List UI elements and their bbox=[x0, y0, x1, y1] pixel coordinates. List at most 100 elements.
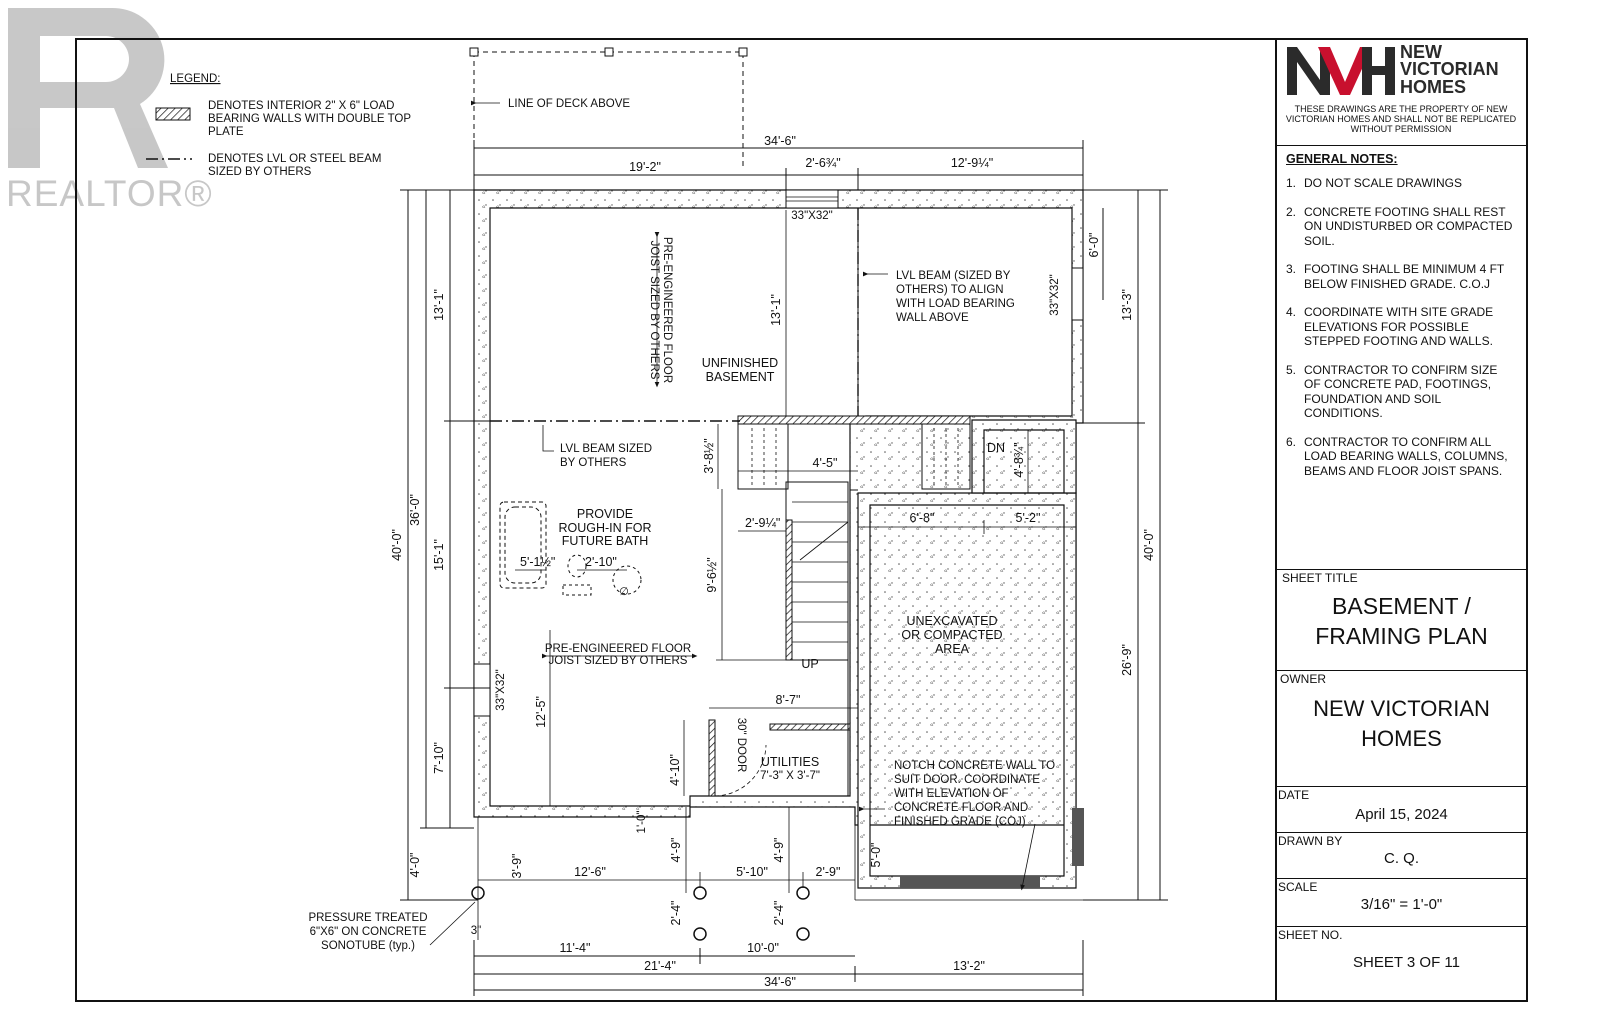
svg-text:12'-6": 12'-6" bbox=[574, 865, 606, 879]
windows: 33"X32" 33"X32" 33"X32" bbox=[473, 189, 1084, 717]
svg-text:4'-9": 4'-9" bbox=[669, 838, 683, 863]
svg-text:13'-3": 13'-3" bbox=[1120, 289, 1134, 321]
svg-text:VICTORIAN HOMES AND SHALL NOT: VICTORIAN HOMES AND SHALL NOT BE REPLICA… bbox=[1286, 114, 1517, 124]
svg-text:12'-9¼": 12'-9¼" bbox=[951, 156, 993, 170]
plan-notes: PRE-ENGINEERED FLOOR JOIST SIZED BY OTHE… bbox=[308, 231, 1055, 952]
svg-text:2'-10": 2'-10" bbox=[585, 555, 617, 569]
general-note-line: STEPPED FOOTING AND WALLS. bbox=[1304, 334, 1493, 348]
svg-text:5'-10": 5'-10" bbox=[736, 865, 768, 879]
svg-text:4'-8¾": 4'-8¾" bbox=[1012, 442, 1026, 477]
svg-text:11'-4": 11'-4" bbox=[560, 941, 591, 955]
svg-text:CONCRETE FLOOR AND: CONCRETE FLOOR AND bbox=[894, 802, 1028, 814]
svg-text:12'-5": 12'-5" bbox=[534, 696, 548, 728]
svg-text:13'-1": 13'-1" bbox=[769, 294, 783, 326]
foundation-walls bbox=[473, 189, 1084, 889]
date-value: April 15, 2024 bbox=[1355, 806, 1448, 823]
general-notes-title: GENERAL NOTES: bbox=[1286, 152, 1398, 166]
svg-text:3'-9": 3'-9" bbox=[510, 854, 524, 879]
svg-text:∅: ∅ bbox=[619, 586, 629, 598]
svg-text:5'-0": 5'-0" bbox=[869, 843, 883, 868]
svg-text:5'-1½": 5'-1½" bbox=[520, 555, 555, 569]
general-note-line: COORDINATE WITH SITE GRADE bbox=[1304, 305, 1494, 319]
tb-divider bbox=[1276, 878, 1527, 879]
general-note-number: 2. bbox=[1286, 204, 1297, 219]
general-note-number: 1. bbox=[1286, 176, 1297, 190]
top-dimensions: 34'-6" 19'-2" 2'-6¾" 12'-9¼" bbox=[473, 134, 1084, 190]
svg-text:PLATE: PLATE bbox=[208, 126, 244, 138]
sonotube-note: PRESSURE TREATED bbox=[308, 912, 427, 924]
svg-text:7'-10": 7'-10" bbox=[432, 742, 446, 774]
svg-text:7'-3" X 3'-7": 7'-3" X 3'-7" bbox=[760, 770, 820, 782]
interior-dimensions: 13'-1" 3'-8½" 4'-5" 2'-9¼" 9'-6½" 4'-8¾"… bbox=[515, 210, 1076, 833]
svg-text:DENOTES INTERIOR 2" X 6" LOAD: DENOTES INTERIOR 2" X 6" LOAD bbox=[208, 100, 394, 112]
svg-text:2'-4": 2'-4" bbox=[669, 901, 683, 926]
svg-text:15'-1": 15'-1" bbox=[432, 539, 446, 571]
deck-dimensions: 3'-9" 12'-6" 5'-10" 2'-9" 4'-9" 4'-9" 5'… bbox=[471, 807, 883, 937]
general-note-line: SOIL. bbox=[1304, 233, 1335, 248]
window-top-size: 33"X32" bbox=[791, 210, 832, 222]
deck-label: LINE OF DECK ABOVE bbox=[508, 98, 630, 110]
general-note-line: FOUNDATION AND SOIL bbox=[1304, 391, 1442, 406]
general-notes: GENERAL NOTES: 1. DO NOT SCALE DRAWINGS 2.… bbox=[1276, 150, 1527, 492]
owner-label: OWNER bbox=[1280, 672, 1326, 686]
general-note-line: BELOW FINISHED GRADE. C.O.J bbox=[1304, 276, 1491, 291]
logo-word-victorian: VICTORIAN bbox=[1400, 59, 1499, 79]
svg-text:JOIST SIZED BY OTHERS: JOIST SIZED BY OTHERS bbox=[648, 241, 660, 380]
sheet-no-value: SHEET 3 OF 11 bbox=[1353, 954, 1460, 971]
svg-text:AREA: AREA bbox=[935, 642, 970, 656]
svg-text:4'-0": 4'-0" bbox=[408, 853, 422, 878]
svg-text:8'-7": 8'-7" bbox=[776, 693, 801, 707]
realtor-wordmark: REALTOR® bbox=[6, 173, 213, 214]
legend-wall-swatch bbox=[155, 107, 191, 121]
general-note-line: BEAMS AND FLOOR JOIST SPANS. bbox=[1304, 463, 1503, 478]
joist-note-vertical: PRE-ENGINEERED FLOOR bbox=[661, 237, 673, 383]
general-note-line: ELEVATIONS FOR POSSIBLE bbox=[1304, 319, 1469, 334]
stair-down-label: DN bbox=[987, 441, 1005, 455]
sheet-no-panel: SHEET NO. SHEET 3 OF 11 bbox=[1276, 928, 1527, 971]
svg-text:5'-2": 5'-2" bbox=[1016, 511, 1041, 525]
drawn-by-panel: DRAWN BY C. Q. bbox=[1276, 834, 1527, 867]
legend: LEGEND: DENOTES INTERIOR 2" X 6" LOAD BE… bbox=[146, 73, 411, 178]
joist-note-horizontal: PRE-ENGINEERED FLOOR bbox=[545, 643, 691, 655]
svg-text:WALL ABOVE: WALL ABOVE bbox=[896, 312, 969, 324]
svg-text:SONOTUBE (typ.): SONOTUBE (typ.) bbox=[321, 940, 415, 952]
scale-panel: SCALE 3/16" = 1'-0" bbox=[1276, 880, 1527, 913]
general-note-item: 1. DO NOT SCALE DRAWINGS bbox=[1282, 176, 1521, 191]
general-note-line: CONCRETE FOOTING SHALL REST bbox=[1304, 204, 1506, 219]
svg-text:ROUGH-IN FOR: ROUGH-IN FOR bbox=[558, 521, 651, 535]
legend-title: LEGEND: bbox=[170, 73, 221, 85]
room-unfinished-basement: UNFINISHED bbox=[702, 356, 778, 370]
svg-text:WITH ELEVATION OF: WITH ELEVATION OF bbox=[894, 788, 1009, 800]
realtor-watermark: REALTOR® bbox=[6, 7, 213, 214]
general-note-line: CONTRACTOR TO CONFIRM SIZE bbox=[1304, 362, 1498, 377]
tb-divider bbox=[1276, 569, 1527, 570]
date-label: DATE bbox=[1278, 788, 1310, 802]
svg-text:1'-0": 1'-0" bbox=[636, 811, 648, 834]
general-note-number: 3. bbox=[1286, 262, 1297, 276]
property-notice: THESE DRAWINGS ARE THE PROPERTY OF NEW bbox=[1295, 104, 1508, 114]
general-note-line: DO NOT SCALE DRAWINGS bbox=[1304, 176, 1463, 190]
svg-text:SUIT DOOR. COORDINATE: SUIT DOOR. COORDINATE bbox=[894, 774, 1040, 786]
svg-text:FUTURE BATH: FUTURE BATH bbox=[562, 534, 649, 548]
svg-text:6'-8": 6'-8" bbox=[910, 511, 935, 525]
svg-text:19'-2": 19'-2" bbox=[629, 160, 661, 174]
general-note-line: CONTRACTOR TO CONFIRM ALL bbox=[1304, 434, 1492, 449]
owner-panel: OWNER NEW VICTORIAN HOMES bbox=[1276, 672, 1527, 772]
logo-word-new: NEW bbox=[1400, 42, 1442, 62]
svg-text:SIZED BY OTHERS: SIZED BY OTHERS bbox=[208, 166, 312, 178]
svg-text:2'-9¼": 2'-9¼" bbox=[745, 516, 780, 530]
scale-label: SCALE bbox=[1278, 880, 1318, 894]
general-note-line: ON UNDISTURBED OR COMPACTED bbox=[1304, 219, 1513, 233]
svg-text:13'-1": 13'-1" bbox=[432, 289, 446, 321]
room-rough-in: PROVIDE bbox=[577, 507, 633, 521]
svg-text:4'-5": 4'-5" bbox=[813, 456, 838, 470]
svg-text:34'-6": 34'-6" bbox=[764, 975, 796, 989]
svg-text:DENOTES LVL OR STEEL BEAM: DENOTES LVL OR STEEL BEAM bbox=[208, 153, 381, 165]
svg-text:36'-0": 36'-0" bbox=[408, 494, 422, 526]
date-panel: DATE April 15, 2024 bbox=[1276, 788, 1527, 823]
logo-word-homes: HOMES bbox=[1400, 77, 1466, 97]
svg-text:OTHERS) TO ALIGN: OTHERS) TO ALIGN bbox=[896, 284, 1004, 296]
